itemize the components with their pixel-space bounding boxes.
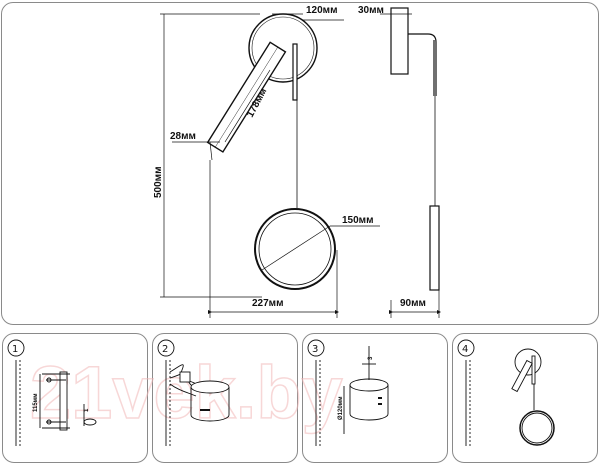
front-view-dimensions: [160, 13, 380, 318]
step-2-panel: [152, 333, 298, 463]
step-2-number: 2: [162, 344, 168, 355]
step-1-panel: [2, 333, 148, 463]
step-3-diameter-dim: Ø120мм: [338, 396, 344, 420]
step-1-spacing-dim: 1: [84, 408, 90, 412]
dim-projection: 90мм: [400, 298, 426, 309]
step-3-number: 3: [312, 344, 318, 355]
step-1-illustration: [7, 339, 97, 446]
dim-total-height: 500мм: [153, 167, 164, 198]
front-view-lamp: [206, 13, 336, 290]
step-1-height-dim: 115мм: [33, 393, 39, 412]
side-view-lamp: [390, 7, 440, 291]
step-3-panel: [302, 333, 448, 463]
dim-total-width: 227мм: [252, 298, 283, 309]
step-2-illustration: [157, 339, 230, 446]
step-4-number: 4: [462, 344, 468, 355]
dim-base-depth: 30мм: [358, 5, 384, 16]
dim-ring-top-diameter: 120мм: [306, 5, 337, 16]
dim-ring-bottom-diameter: 150мм: [342, 215, 373, 226]
step-3-depth-dim: 3: [368, 356, 374, 360]
dim-tube-diameter: 28мм: [170, 131, 196, 142]
step-4-illustration: [457, 339, 555, 446]
side-view-dimensions: [380, 13, 442, 318]
step-3-illustration: [307, 339, 389, 446]
step-4-panel: [452, 333, 598, 463]
step-1-number: 1: [12, 344, 18, 355]
main-drawing-panel: [1, 2, 599, 325]
